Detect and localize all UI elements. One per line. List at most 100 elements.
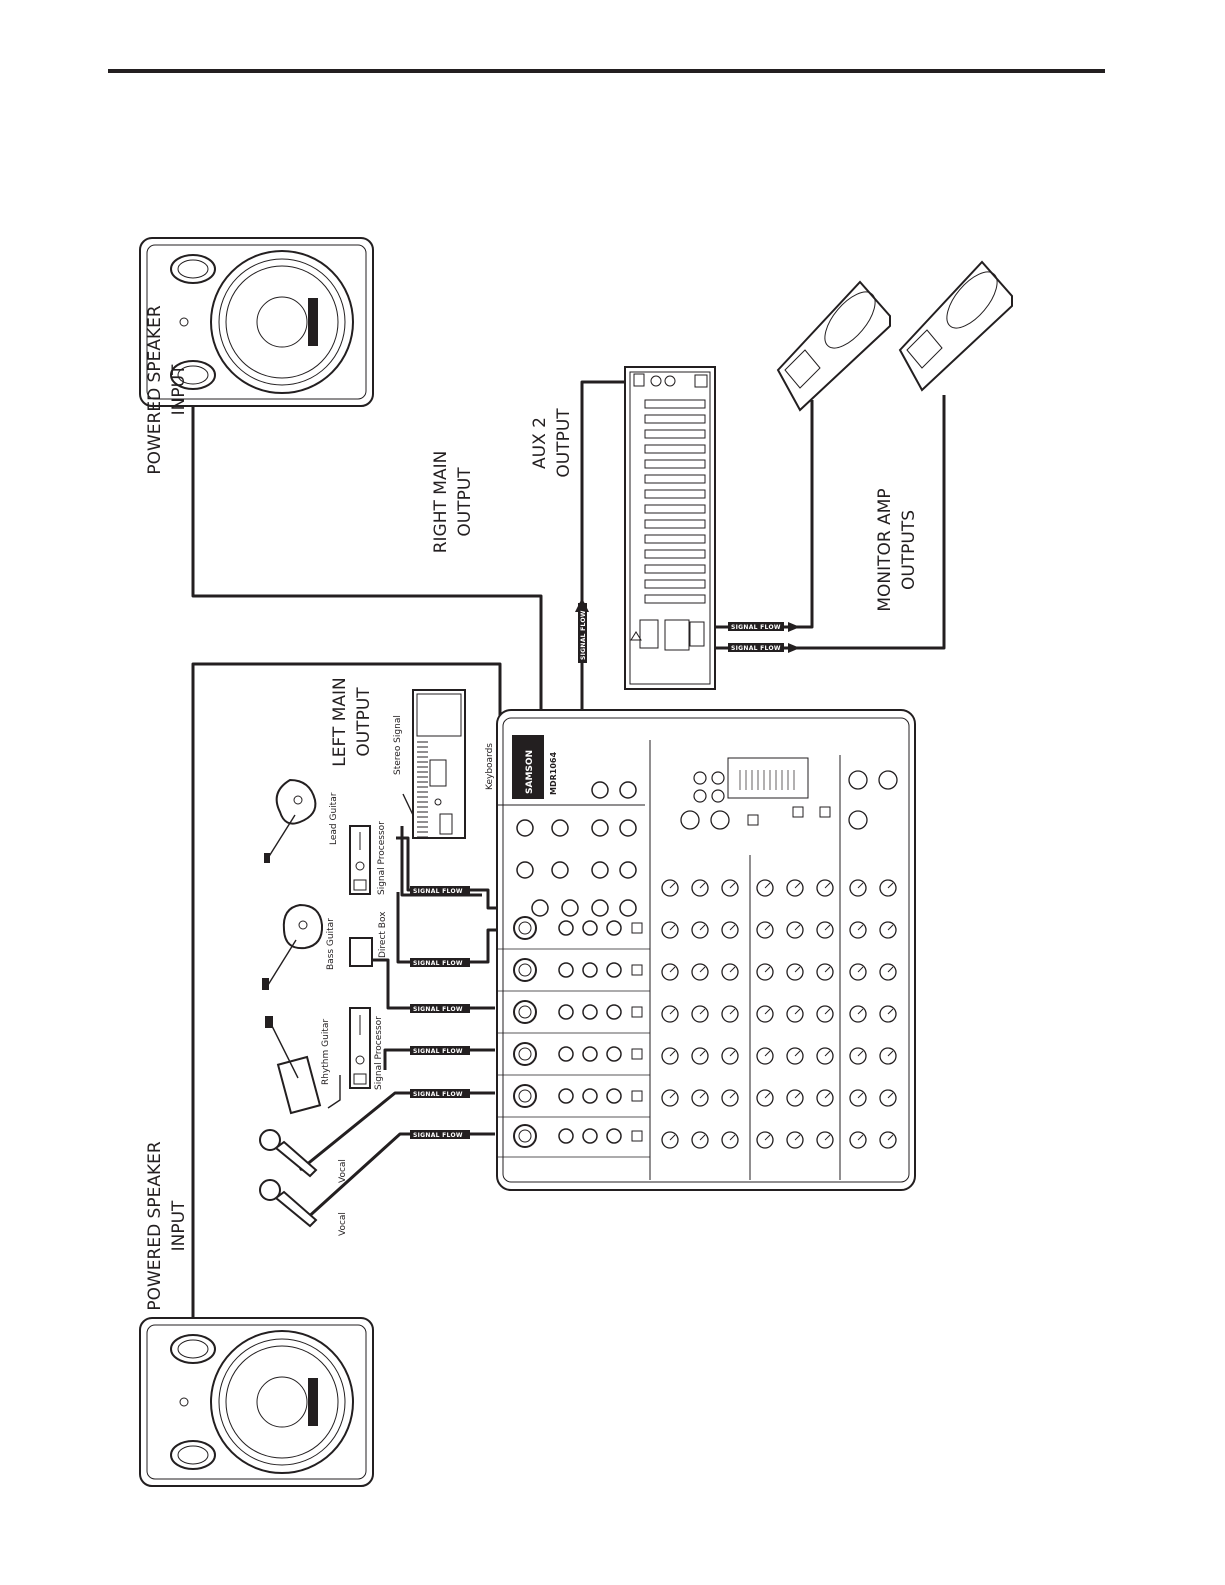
label-powered-speaker-input-bottom: POWERED SPEAKER INPUT [145, 1141, 189, 1311]
knob-pointer [824, 966, 831, 973]
knob-pointer [699, 882, 706, 889]
knob-pointer [729, 882, 736, 889]
line-input-jack [558, 1004, 574, 1020]
master-knob [848, 770, 868, 790]
label-signal-processor-2: Signal Processor [374, 1016, 384, 1090]
output-jack [516, 861, 534, 879]
knob-pointer [857, 1092, 864, 1099]
knob-pointer [764, 966, 771, 973]
switch [631, 922, 643, 934]
monitor-wedge-2 [898, 260, 1013, 392]
knob-pointer [699, 924, 706, 931]
knob-pointer [699, 1008, 706, 1015]
signal-flow-tag: SIGNAL FLOW [410, 886, 470, 895]
insert-jack [582, 1046, 598, 1062]
amp-fin [644, 534, 706, 544]
knob-pointer [764, 1050, 771, 1057]
master-knob [878, 770, 898, 790]
svg-text:MONITOR AMP: MONITOR AMP [875, 488, 895, 611]
rca-jack [711, 789, 725, 803]
keyboard [402, 689, 466, 839]
knob-pointer [794, 1092, 801, 1099]
knob-pointer [729, 1092, 736, 1099]
mixer: SAMSON MDR1064 [496, 709, 916, 1191]
label-rhythm-guitar: Rhythm Guitar [321, 1019, 331, 1085]
knob-pointer [729, 966, 736, 973]
svg-text:AUX 2: AUX 2 [530, 417, 550, 469]
svg-text:Rhythm Guitar: Rhythm Guitar [321, 1019, 331, 1085]
xlr-input [513, 1124, 537, 1148]
master-switch [792, 806, 804, 818]
signal-processor-1 [349, 825, 371, 895]
rca-jack [711, 771, 725, 785]
svg-text:SIGNAL FLOW: SIGNAL FLOW [580, 610, 587, 660]
svg-text:Keyboards: Keyboards [485, 743, 495, 790]
svg-text:Vocal: Vocal [338, 1212, 348, 1236]
knob-pointer [824, 924, 831, 931]
svg-text:SIGNAL FLOW: SIGNAL FLOW [731, 624, 781, 631]
output-jack [561, 899, 579, 917]
xlr-input [513, 916, 537, 940]
svg-text:INPUT: INPUT [169, 364, 189, 415]
signal-flow-tag: SIGNAL FLOW [410, 1130, 470, 1139]
knob-pointer [729, 924, 736, 931]
svg-text:Signal Processor: Signal Processor [374, 1016, 384, 1090]
xlr-inner [518, 1047, 532, 1061]
knob-pointer [794, 1008, 801, 1015]
svg-text:Vocal: Vocal [338, 1159, 348, 1183]
svg-text:OUTPUT: OUTPUT [354, 687, 374, 757]
knob-pointer [669, 1050, 676, 1057]
line-input-jack [558, 962, 574, 978]
amp-fin [644, 594, 706, 604]
rhythm-guitar [265, 1016, 322, 1115]
label-keyboards: Keyboards [485, 743, 495, 790]
output-jack [551, 861, 569, 879]
right-main-cable [191, 404, 543, 810]
output-jack [591, 861, 609, 879]
vocal-mic-1 [259, 1129, 318, 1178]
switch [631, 1090, 643, 1102]
label-vocal-1: Vocal [338, 1159, 348, 1183]
signal-flow-tag: SIGNAL FLOW [728, 622, 784, 631]
amp-fin [644, 444, 706, 454]
mixer-brand: SAMSON [525, 750, 535, 794]
gain-knob [606, 1128, 622, 1144]
master-knob [848, 810, 868, 830]
output-jack [516, 819, 534, 837]
knob-pointer [824, 1050, 831, 1057]
output-jack [619, 861, 637, 879]
amp-fin [644, 579, 706, 589]
gain-knob [606, 1046, 622, 1062]
header-rule [108, 69, 1105, 73]
switch [631, 1006, 643, 1018]
amp-fin [644, 489, 706, 499]
lead-guitar [264, 778, 317, 863]
power-amplifier [624, 366, 716, 690]
xlr-inner [518, 1005, 532, 1019]
label-powered-speaker-input-top: POWERED SPEAKER INPUT [145, 305, 189, 475]
svg-text:SIGNAL FLOW: SIGNAL FLOW [731, 645, 781, 652]
amp-fin [644, 474, 706, 484]
knob-pointer [699, 1050, 706, 1057]
amp-fin [644, 549, 706, 559]
knob-pointer [887, 924, 894, 931]
bass-guitar [262, 903, 324, 990]
insert-jack [582, 1004, 598, 1020]
knob-pointer [699, 1092, 706, 1099]
knob-pointer [794, 1134, 801, 1141]
monitor-arrow-2 [788, 643, 800, 653]
svg-text:POWERED SPEAKER: POWERED SPEAKER [145, 1141, 165, 1311]
knob-pointer [824, 882, 831, 889]
knob-pointer [824, 1008, 831, 1015]
svg-text:Direct Box: Direct Box [378, 911, 388, 958]
master-switch [747, 814, 759, 826]
label-monitor-amp-outputs: MONITOR AMP OUTPUTS [875, 488, 919, 611]
line-input-jack [558, 1128, 574, 1144]
monitor-arrow-1 [788, 622, 800, 632]
knob-pointer [669, 924, 676, 931]
signal-processor-2 [349, 1007, 371, 1089]
knob-pointer [857, 882, 864, 889]
output-jack [619, 819, 637, 837]
svg-text:Lead Guitar: Lead Guitar [329, 792, 339, 845]
powered-speaker-top [139, 237, 374, 407]
